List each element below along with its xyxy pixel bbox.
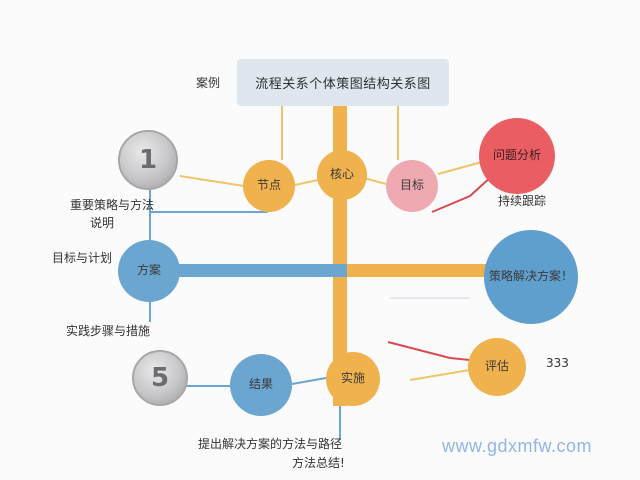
- link-center-pink: [363, 177, 387, 185]
- label-right-1: 持续跟踪: [498, 194, 547, 208]
- node-yellow-bottom[interactable]: 实施: [326, 352, 380, 406]
- red-arrow-bottom: [387, 341, 471, 361]
- title-text: 流程关系个体策图结构关系图: [255, 77, 431, 92]
- label-left-3: 实践步骤与措施: [66, 324, 151, 338]
- node-left-upper[interactable]: 节点: [243, 160, 295, 212]
- label-right-number: 333: [546, 356, 569, 370]
- watermark: www.gdxmfw.com: [442, 436, 593, 456]
- node-yellow-right-small[interactable]: 评估: [468, 338, 526, 396]
- node-right-pink[interactable]: 目标: [386, 160, 438, 212]
- coin-icon-top: 1: [118, 130, 178, 190]
- main-horizontal-bar-blue: [150, 264, 350, 277]
- red-arrow-top: [431, 175, 493, 213]
- link-pink-red: [437, 161, 483, 175]
- node-center[interactable]: 核心: [317, 150, 367, 200]
- title-box: 流程关系个体策图结构关系图: [237, 59, 449, 106]
- node-blue-bottom[interactable]: 结果: [230, 354, 292, 416]
- link-blue-yellow: [291, 377, 327, 385]
- label-bottom-1: 提出解决方案的方法与路径: [198, 437, 343, 451]
- node-red-top[interactable]: 问题分析: [479, 118, 555, 194]
- coin-icon-bottom: 5: [132, 350, 188, 406]
- label-left-2: 目标与计划: [52, 251, 113, 265]
- label-left-1b: 说明: [90, 216, 115, 230]
- node-blue-left[interactable]: 方案: [118, 240, 180, 302]
- link-left-node: [179, 175, 245, 187]
- top-left-label: 案例: [196, 76, 221, 90]
- link-yellow-right: [409, 369, 471, 381]
- node-blue-right-large[interactable]: 策略解决方案！: [484, 230, 578, 324]
- label-bottom-2: 方法总结!: [292, 456, 345, 470]
- link-node-center: [294, 179, 319, 186]
- label-left-1: 重要策略与方法: [70, 198, 155, 212]
